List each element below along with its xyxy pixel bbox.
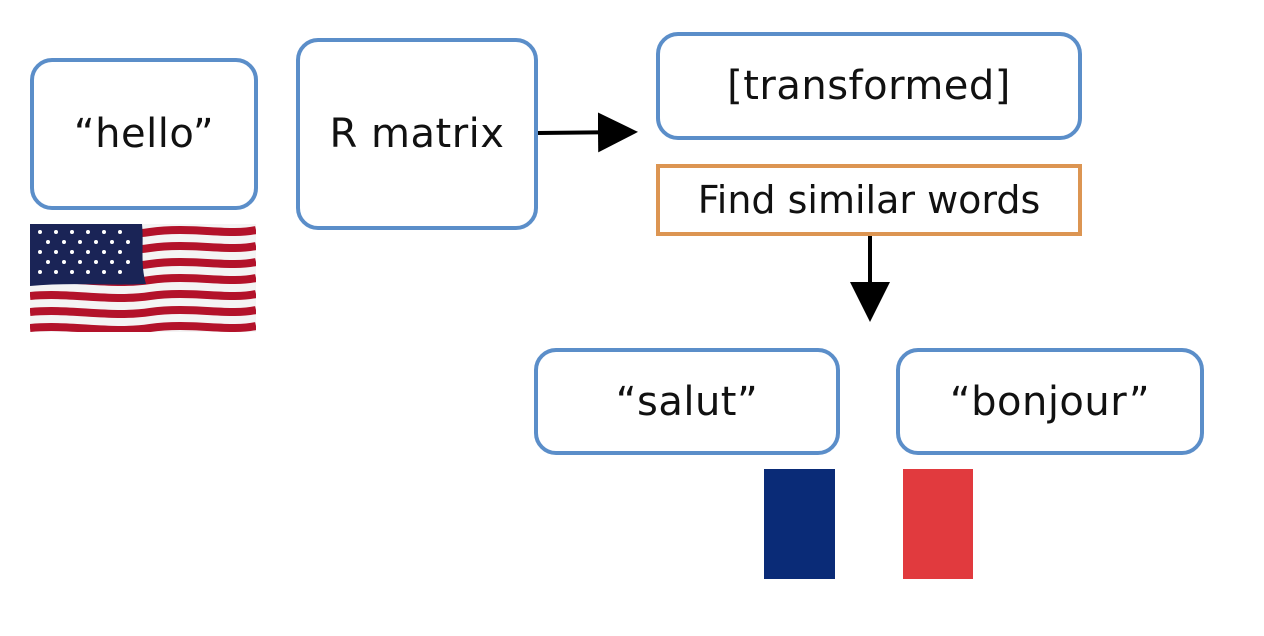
transformed-box: [transformed] [656,32,1082,140]
source-word-label: “hello” [73,111,215,157]
french-flag-blue-stripe [764,469,835,579]
find-similar-words-box: Find similar words [656,164,1082,236]
result-word-box-salut: “salut” [534,348,840,455]
source-word-box: “hello” [30,58,258,210]
result-word-label-salut: “salut” [615,378,759,425]
result-word-label-bonjour: “bonjour” [949,378,1151,425]
r-matrix-box: R matrix [296,38,538,230]
us-flag-icon [30,224,256,332]
find-similar-words-label: Find similar words [697,178,1041,222]
result-word-box-bonjour: “bonjour” [896,348,1204,455]
arrow-r-to-transformed [537,112,638,153]
r-matrix-label: R matrix [329,111,505,157]
transformed-label: [transformed] [727,63,1011,109]
french-flag-red-stripe [903,469,973,579]
